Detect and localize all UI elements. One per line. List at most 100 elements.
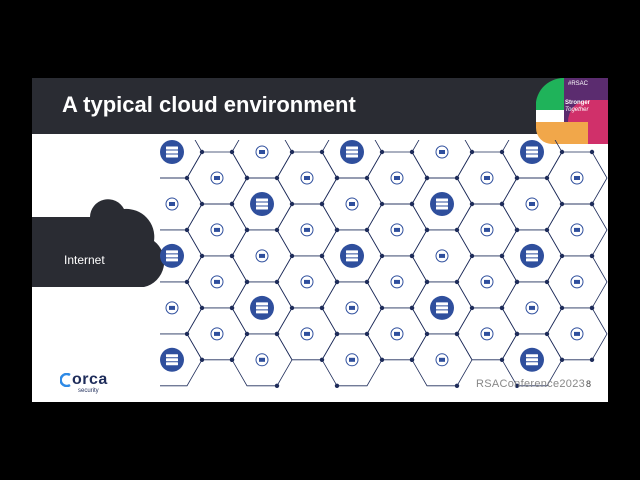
server-rack-line bbox=[166, 354, 178, 358]
node-glyph bbox=[214, 279, 220, 284]
server-rack-line bbox=[256, 302, 268, 306]
network-vertex-dot bbox=[244, 279, 250, 285]
rsa-conference-brand: RSAConference2023 bbox=[476, 378, 586, 390]
server-rack-line bbox=[346, 258, 358, 262]
orca-logo-subtitle: security bbox=[78, 388, 99, 394]
network-vertex-dot bbox=[409, 357, 415, 362]
server-rack-line bbox=[166, 150, 178, 154]
server-rack-line bbox=[346, 250, 358, 254]
node-glyph bbox=[574, 227, 580, 232]
network-vertex-dot bbox=[589, 253, 595, 259]
network-vertex-dot bbox=[514, 175, 520, 181]
network-vertex-dot bbox=[274, 383, 280, 388]
orca-logo-text: orca bbox=[72, 371, 108, 388]
network-vertex-dot bbox=[244, 175, 250, 181]
network-vertex-dot bbox=[589, 201, 595, 207]
node-glyph bbox=[439, 253, 445, 258]
node-glyph bbox=[439, 150, 445, 154]
network-vertex-dot bbox=[514, 331, 520, 337]
node-glyph bbox=[349, 202, 355, 206]
node-glyph bbox=[484, 331, 490, 336]
network-hexagon bbox=[321, 333, 383, 387]
network-hexagon bbox=[160, 333, 203, 387]
rsac-hashtag: #RSAC bbox=[568, 81, 589, 87]
network-vertex-dot bbox=[454, 383, 460, 388]
node-glyph bbox=[304, 331, 310, 336]
network-vertex-dot bbox=[454, 331, 460, 337]
page-number: 8 bbox=[586, 379, 592, 389]
node-glyph bbox=[394, 279, 400, 284]
slide: A typical cloud environment #RSAC Strong… bbox=[32, 78, 608, 402]
server-rack-line bbox=[526, 250, 538, 254]
network-vertex-dot bbox=[559, 357, 565, 362]
orca-logo: orca security bbox=[60, 371, 120, 397]
server-rack-line bbox=[256, 310, 268, 314]
server-rack-line bbox=[436, 202, 448, 206]
node-glyph bbox=[574, 279, 580, 284]
server-rack-line bbox=[526, 354, 538, 358]
node-glyph bbox=[259, 150, 265, 154]
network-vertex-dot bbox=[424, 175, 430, 181]
server-rack-line bbox=[166, 250, 178, 254]
server-rack-line bbox=[436, 306, 448, 310]
server-rack-line bbox=[526, 146, 538, 150]
server-rack-line bbox=[526, 362, 538, 366]
rsac-line1: Stronger bbox=[565, 100, 591, 106]
node-glyph bbox=[394, 176, 400, 180]
network-vertex-dot bbox=[514, 383, 520, 388]
cloud-network-diagram bbox=[160, 140, 608, 388]
rsac-line2: Together bbox=[565, 107, 589, 113]
node-glyph bbox=[574, 331, 580, 336]
server-rack-line bbox=[526, 150, 538, 154]
server-rack-line bbox=[346, 154, 358, 158]
node-glyph bbox=[259, 253, 265, 258]
node-glyph bbox=[484, 176, 490, 180]
slide-title: A typical cloud environment bbox=[62, 92, 356, 117]
badge-gap bbox=[536, 110, 564, 122]
rsac-badge-graphic bbox=[536, 78, 608, 144]
node-glyph bbox=[529, 202, 535, 206]
node-glyph bbox=[304, 279, 310, 284]
server-rack-line bbox=[256, 206, 268, 210]
network-hexagon bbox=[501, 333, 563, 387]
node-glyph bbox=[169, 202, 175, 206]
node-glyph bbox=[259, 357, 265, 362]
network-vertex-dot bbox=[334, 383, 340, 388]
node-glyph bbox=[214, 331, 220, 336]
network-vertex-dot bbox=[514, 279, 520, 285]
network-vertex-dot bbox=[274, 331, 280, 337]
server-rack-line bbox=[256, 202, 268, 206]
server-rack-line bbox=[346, 146, 358, 150]
network-vertex-dot bbox=[334, 175, 340, 181]
node-glyph bbox=[214, 227, 220, 232]
server-rack-line bbox=[166, 362, 178, 366]
network-vertex-dot bbox=[334, 227, 340, 233]
rsac-badge: #RSAC Stronger Together bbox=[536, 78, 608, 144]
node-glyph bbox=[169, 305, 175, 310]
server-rack-line bbox=[436, 302, 448, 306]
internet-label: Internet bbox=[64, 253, 105, 267]
node-glyph bbox=[484, 279, 490, 284]
server-rack-line bbox=[166, 146, 178, 150]
node-glyph bbox=[574, 176, 580, 180]
badge-green-shape bbox=[536, 78, 564, 110]
node-glyph bbox=[349, 305, 355, 310]
network-vertex-dot bbox=[424, 279, 430, 285]
server-rack-line bbox=[436, 206, 448, 210]
network-vertex-dot bbox=[229, 357, 235, 362]
network-vertex-dot bbox=[334, 279, 340, 285]
network-vertex-dot bbox=[589, 149, 595, 155]
server-rack-line bbox=[166, 254, 178, 258]
server-rack-line bbox=[166, 358, 178, 362]
node-glyph bbox=[394, 331, 400, 336]
node-glyph bbox=[484, 227, 490, 232]
network-vertex-dot bbox=[334, 331, 340, 337]
node-glyph bbox=[214, 176, 220, 180]
network-vertex-dot bbox=[589, 357, 595, 362]
node-glyph bbox=[304, 176, 310, 180]
network-vertex-dot bbox=[244, 227, 250, 233]
network-vertex-dot bbox=[514, 227, 520, 233]
network-vertex-dot bbox=[199, 357, 205, 362]
server-rack-line bbox=[346, 150, 358, 154]
network-vertex-dot bbox=[379, 357, 385, 362]
